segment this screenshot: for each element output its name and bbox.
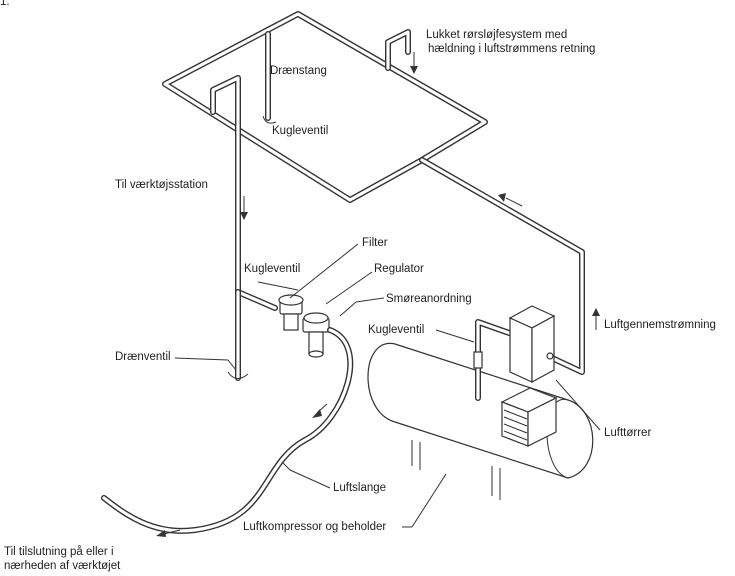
tool-station-label: Til værktøjsstation: [115, 179, 208, 191]
drain-leg-pipe: [262, 31, 277, 124]
compressor-head: [500, 387, 558, 447]
tool-connection-label-line2: nærheden af værktøjet: [4, 560, 121, 572]
corner-marker: 1.: [0, 0, 10, 8]
tool-station-riser: [210, 75, 278, 311]
ball-valve-tank-label: Kugleventil: [368, 324, 425, 336]
closed-loop-label-line2: hældning i luftstrømmens retning: [428, 43, 596, 55]
filter-label: Filter: [362, 237, 388, 249]
tool-connection-label: Til tilslutning på eller i nærheden af v…: [4, 545, 120, 573]
flow-arrow-diagonal: [498, 193, 523, 207]
air-hose: [101, 327, 354, 534]
compressor-label: Luftkompressor og beholder: [243, 521, 387, 533]
flow-arrow-hose-end: [156, 529, 181, 537]
flow-arrow-up: [592, 308, 600, 330]
leader-lines: [174, 243, 601, 528]
air-dryer-label: Lufttørrer: [604, 427, 652, 439]
drain-leg-label: Drænstang: [270, 65, 327, 77]
tank-riser: [473, 319, 515, 401]
tool-connection-label-line1: Til tilslutning på eller i: [4, 546, 114, 558]
drain-valve-label: Drænventil: [115, 351, 171, 363]
flow-arrow-down: [240, 196, 248, 220]
closed-loop-pipe: [162, 11, 488, 203]
drain-drop-pipe: [227, 289, 249, 381]
ball-valve-top-label: Kugleventil: [272, 125, 329, 137]
air-dryer: [508, 305, 556, 384]
closed-loop-label-line1: Lukket rørsløjfesystem med: [426, 29, 568, 41]
main-feed-pipe: [419, 157, 585, 375]
ball-valve-mid-label: Kugleventil: [244, 263, 301, 275]
air-hose-label: Luftslange: [333, 482, 387, 494]
flow-arrow-hose: [312, 403, 328, 418]
flow-arrow-top-right: [410, 52, 418, 74]
lubricator-label: Smøreanordning: [386, 293, 472, 305]
regulator-label: Regulator: [374, 263, 424, 275]
closed-loop-label: Lukket rørsløjfesystem med hældning i lu…: [426, 28, 595, 56]
airflow-label: Luftgennemstrømning: [604, 319, 716, 331]
top-right-riser: [385, 29, 411, 71]
frl-unit: [278, 294, 330, 358]
